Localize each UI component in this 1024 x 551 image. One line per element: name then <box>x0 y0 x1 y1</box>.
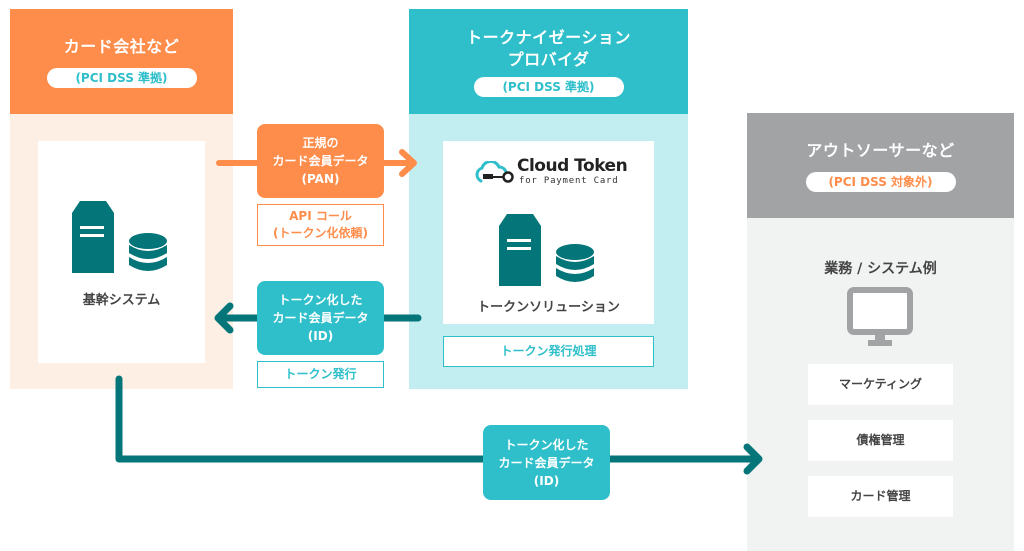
task-marketing: マーケティング <box>808 364 953 405</box>
token-return-line3: (ID) <box>307 329 334 343</box>
database-icon <box>129 233 167 271</box>
api-call-note: API コール (トークン化依頼) <box>257 204 384 246</box>
token-return-line2: カード会員データ <box>272 311 369 325</box>
token-provider-title-line1: トークナイゼーション <box>466 27 631 47</box>
card-company-pci-badge: (PCI DSS 準拠) <box>46 67 197 88</box>
pan-data-box: 正規の カード会員データ (PAN) <box>257 124 384 198</box>
database-icon <box>556 244 594 282</box>
card-company-title: カード会社など <box>63 36 180 56</box>
token-return-line1: トークン化した <box>278 293 363 307</box>
outsourcer-title: アウトソーサーなど <box>806 140 955 160</box>
token-out-data-box: トークン化した カード会員データ (ID) <box>483 425 610 500</box>
token-provider-title-line2: プロバイダ <box>507 49 590 69</box>
outsourcer-pci-badge: (PCI DSS 対象外) <box>805 171 956 192</box>
token-out-line2: カード会員データ <box>498 455 595 470</box>
token-solution-card: Cloud Token for Payment Card トークンソリューション <box>443 141 654 324</box>
token-out-arrow <box>115 375 763 475</box>
token-return-data-box: トークン化した カード会員データ (ID) <box>257 281 384 355</box>
cloud-key-icon <box>475 161 514 183</box>
api-call-line1: API コール <box>289 209 352 223</box>
token-issue-process-label: トークン発行処理 <box>500 344 597 358</box>
core-system-label: 基幹システム <box>82 293 161 308</box>
business-system-label: 業務 / システム例 <box>824 261 937 277</box>
token-out-line3: (ID) <box>533 473 560 488</box>
logo-title: Cloud Token <box>517 156 628 176</box>
token-issue-note-label: トークン発行 <box>284 367 357 381</box>
token-provider-pci-badge: (PCI DSS 準拠) <box>473 76 624 97</box>
task-card-management: カード管理 <box>808 476 953 517</box>
logo-subtitle: for Payment Card <box>519 176 619 186</box>
pan-line1: 正規の <box>302 136 339 150</box>
card-company-header: カード会社など (PCI DSS 準拠) <box>10 9 233 114</box>
server-icon <box>72 201 114 273</box>
task-debt-management: 債権管理 <box>808 420 953 461</box>
token-provider-header: トークナイゼーション プロバイダ (PCI DSS 準拠) <box>409 9 688 114</box>
cloud-token-logo: Cloud Token for Payment Card <box>473 157 633 189</box>
server-icon <box>499 214 541 286</box>
token-solution-label: トークンソリューション <box>477 300 620 315</box>
core-system-card: 基幹システム <box>38 141 205 363</box>
pan-line3: (PAN) <box>301 172 340 186</box>
monitor-icon <box>847 287 913 346</box>
pan-line2: カード会員データ <box>272 154 369 168</box>
token-issue-note: トークン発行 <box>257 361 384 388</box>
api-call-line2: (トークン化依頼) <box>273 226 368 240</box>
token-out-line1: トークン化した <box>504 437 589 452</box>
outsourcer-header: アウトソーサーなど (PCI DSS 対象外) <box>747 113 1014 218</box>
token-issue-process-box: トークン発行処理 <box>443 336 654 367</box>
